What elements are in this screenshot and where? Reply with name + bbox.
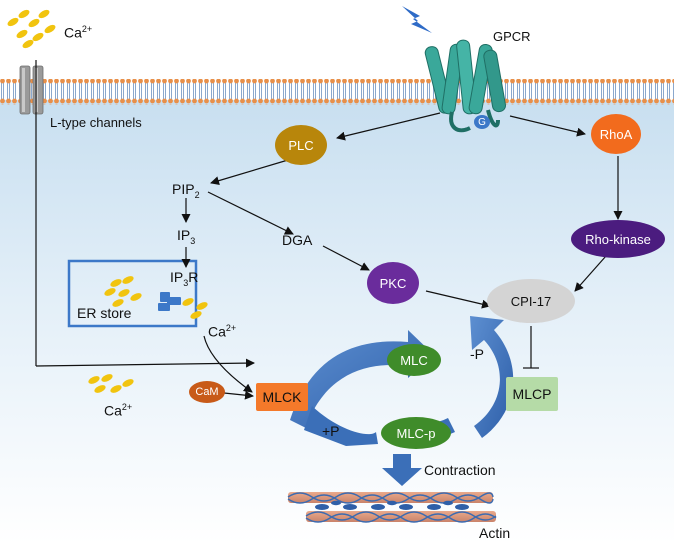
cam-node: CaM bbox=[189, 381, 225, 403]
calcium-label-top: Ca2+ bbox=[64, 24, 93, 41]
calcium-label-mid: Ca2+ bbox=[208, 323, 237, 340]
g-protein-badge: G bbox=[474, 115, 490, 129]
pkc-to-cpi17-arrow bbox=[425, 290, 491, 309]
pip2-label: PIP2 bbox=[172, 181, 200, 200]
calcium-label-low: Ca2+ bbox=[104, 402, 133, 419]
plus-p-label: +P bbox=[322, 423, 340, 439]
l-type-channels-label: L-type channels bbox=[50, 115, 142, 130]
cpi17-inhibits-mlcp bbox=[523, 326, 539, 369]
cpi-17-node: CPI-17 bbox=[487, 279, 575, 323]
mlcp-node: MLCP bbox=[506, 377, 558, 411]
plasma-membrane bbox=[0, 79, 674, 105]
cytoplasm-background bbox=[0, 100, 674, 544]
dga-label: DGA bbox=[282, 232, 313, 248]
ip3r-label: IP3R bbox=[170, 269, 199, 288]
mlc-node: MLC bbox=[387, 344, 441, 376]
er-calcium-ions-icon bbox=[104, 276, 142, 307]
dga-to-pkc-arrow bbox=[322, 245, 370, 271]
rhokinase-to-cpi17-arrow bbox=[574, 255, 607, 292]
ip3-receptor-icon bbox=[158, 292, 181, 311]
phosphorylation-cycle-arrow-right bbox=[470, 316, 514, 438]
gpcr-to-plc-arrow bbox=[336, 112, 441, 141]
pip2-to-dga-arrow bbox=[207, 191, 294, 235]
contraction-arrow bbox=[382, 454, 422, 486]
cam-to-mlck-arrow bbox=[223, 390, 254, 400]
ip3-label: IP3 bbox=[177, 227, 196, 246]
pkc-node: PKC bbox=[367, 262, 419, 304]
pathway-arrows bbox=[181, 112, 623, 400]
rho-kinase-node: Rho-kinase bbox=[571, 220, 665, 258]
minus-p-label: -P bbox=[470, 346, 484, 362]
actin-label: Actin bbox=[479, 525, 511, 541]
plus-p-arrow-tail bbox=[304, 406, 378, 446]
cytosolic-calcium-icon bbox=[88, 374, 134, 393]
plc-to-pip2-arrow bbox=[210, 159, 289, 186]
er-store-label: ER store bbox=[77, 305, 132, 321]
gpcr-receptor-icon bbox=[424, 39, 506, 133]
mlc-p-node: MLC-p bbox=[381, 417, 451, 449]
actin-filament-icon bbox=[287, 492, 497, 523]
calcium-ions-icon bbox=[7, 9, 56, 49]
released-calcium-icon bbox=[182, 298, 208, 319]
contraction-label: Contraction bbox=[424, 462, 496, 478]
rhoa-node: RhoA bbox=[591, 114, 641, 154]
gpcr-to-rhoa-arrow bbox=[509, 115, 586, 137]
ca-to-mlck-arrow bbox=[203, 335, 253, 393]
lightning-bolt-icon bbox=[402, 6, 432, 33]
influx-to-mlck-arrow bbox=[35, 358, 255, 368]
plc-node: PLC bbox=[275, 125, 327, 165]
er-store-box bbox=[67, 259, 198, 328]
gpcr-label: GPCR bbox=[493, 29, 531, 44]
mlck-node: MLCK bbox=[256, 383, 308, 411]
